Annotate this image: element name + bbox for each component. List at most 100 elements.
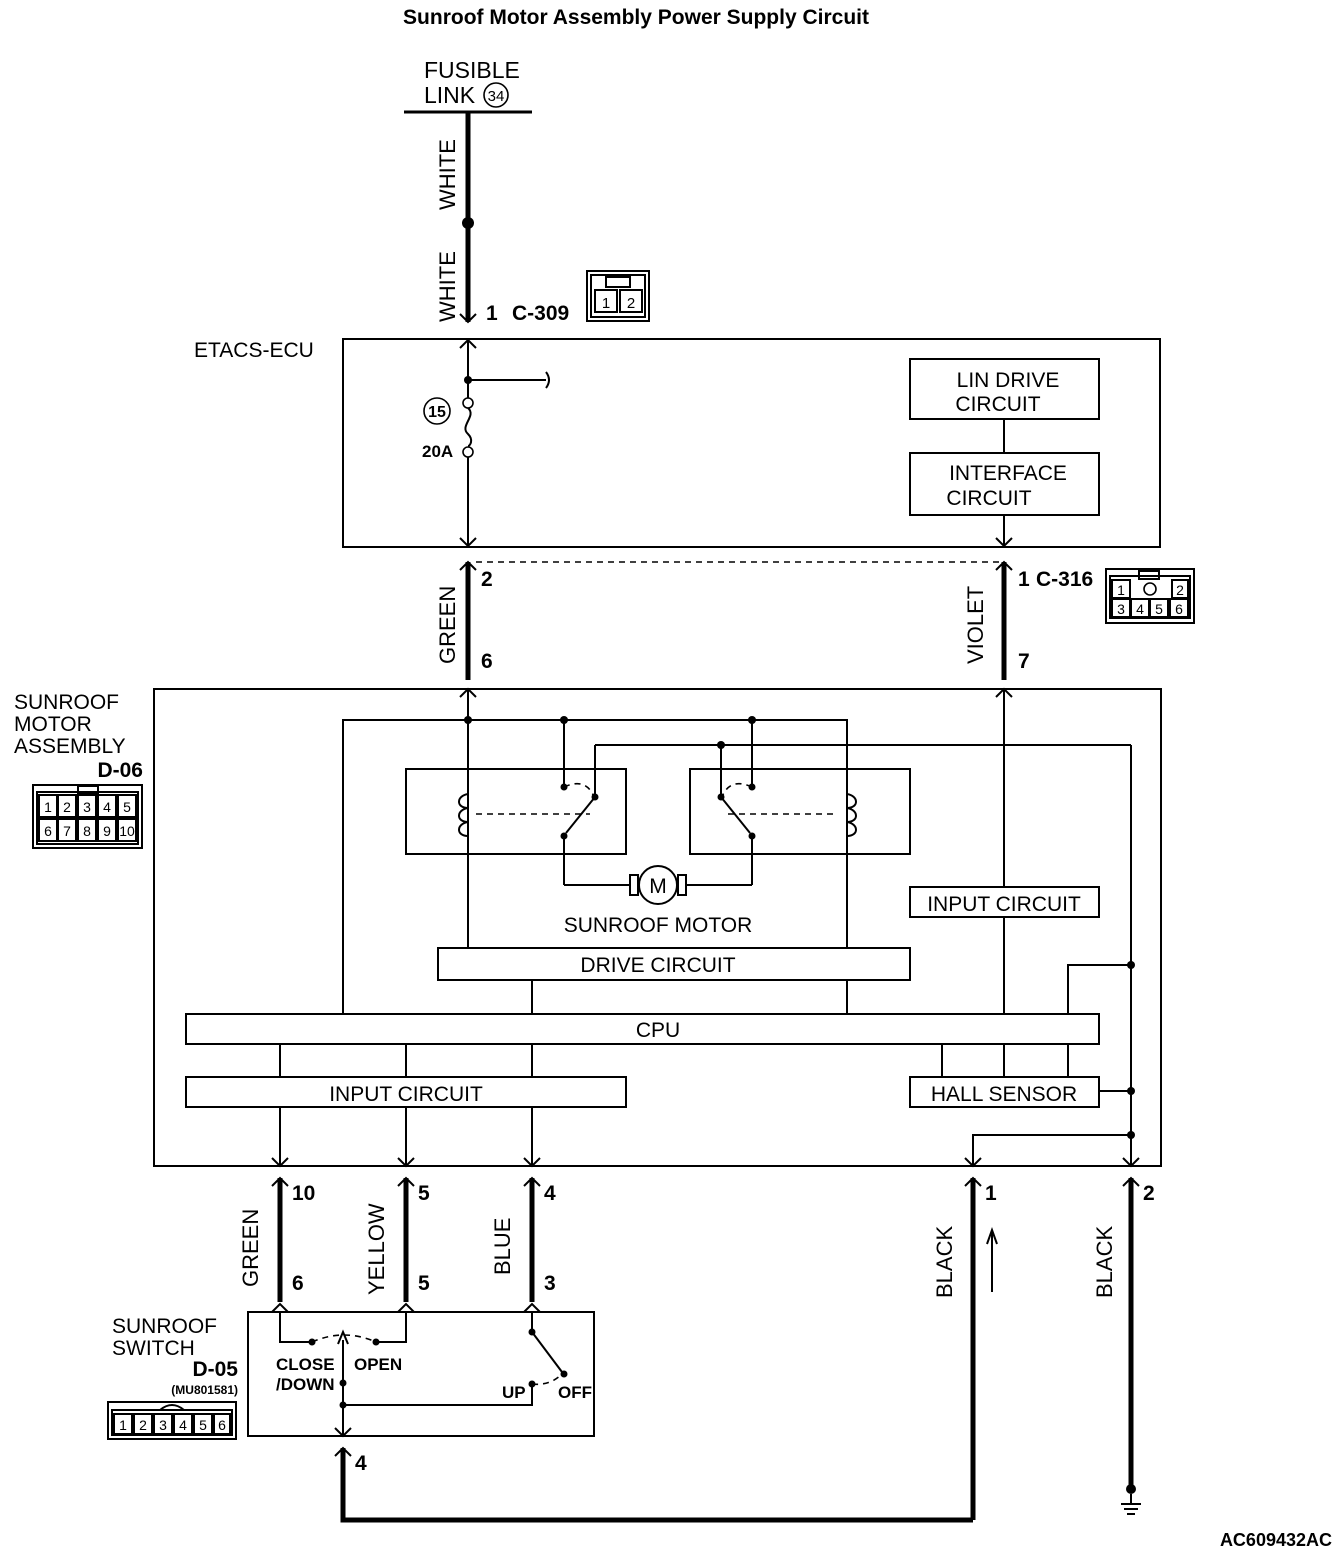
switch-pin-6: 6: [292, 1272, 304, 1295]
relay-right: [689, 768, 911, 855]
c309-pin: 1: [486, 302, 498, 325]
svg-text:10: 10: [119, 823, 135, 839]
figure-id: AC609432AC: [1220, 1530, 1332, 1550]
svg-text:2: 2: [139, 1417, 147, 1433]
svg-text:8: 8: [83, 823, 91, 839]
motor-assembly-code: D-06: [97, 759, 143, 782]
motor-assembly-label-2: MOTOR: [14, 713, 92, 736]
svg-text:2: 2: [627, 295, 635, 312]
up-label: UP: [502, 1383, 526, 1402]
black-return-wire: [340, 1448, 973, 1523]
hall-sensor-label: HALL SENSOR: [931, 1083, 1077, 1106]
fusible-link-number: 34: [488, 88, 505, 105]
relay-left-coil: [458, 793, 469, 837]
motor-symbol: M: [649, 875, 667, 898]
drive-circuit-box: [437, 947, 911, 981]
fusible-link-label-2: LINK: [424, 82, 476, 108]
motor-pin-5: 5: [418, 1182, 430, 1205]
white-wire-junction: [462, 217, 474, 229]
svg-text:3: 3: [83, 799, 91, 815]
svg-text:1: 1: [602, 295, 610, 312]
switch-pin-5: 5: [418, 1272, 430, 1295]
lin-drive-circuit-box: [909, 358, 1100, 420]
svg-text:1: 1: [119, 1417, 127, 1433]
switch-pin-3: 3: [544, 1272, 556, 1295]
drive-circuit-label: DRIVE CIRCUIT: [580, 954, 735, 977]
motor-label: SUNROOF MOTOR: [564, 914, 753, 937]
motor-icon: [638, 865, 678, 905]
svg-text:1: 1: [44, 799, 52, 815]
fuse-15: 15 20A: [422, 397, 474, 461]
etacs-pin-green: 2: [481, 568, 493, 591]
sunroof-switch-label-2: SWITCH: [112, 1337, 195, 1360]
motor-assembly-box: [153, 688, 1162, 1167]
svg-text:4: 4: [103, 799, 111, 815]
motor-assembly-label-1: SUNROOF: [14, 691, 119, 714]
fusible-link-label-1: FUSIBLE: [424, 57, 520, 83]
fusible-link: FUSIBLE LINK 34: [404, 57, 532, 114]
c309-name: C-309: [512, 302, 569, 325]
lin-drive-label-2: CIRCUIT: [955, 393, 1040, 416]
switch-pin-4: 4: [355, 1452, 367, 1475]
svg-text:6: 6: [44, 823, 52, 839]
svg-text:1: 1: [1117, 582, 1125, 598]
black-wire-label-1: BLACK: [932, 1226, 957, 1298]
fusible-link-number-circle: [483, 82, 509, 108]
svg-text:3: 3: [159, 1417, 167, 1433]
svg-text:3: 3: [1117, 601, 1125, 617]
lin-drive-label-1: LIN DRIVE: [957, 369, 1060, 392]
svg-text:6: 6: [1175, 601, 1183, 617]
motor-pin-10: 10: [292, 1182, 315, 1205]
c309-terminal-upper: [459, 313, 477, 324]
fuse-rating: 20A: [422, 442, 453, 461]
svg-text:9: 9: [103, 823, 111, 839]
fuse-number: 15: [428, 404, 446, 421]
input-circuit-bottom-box: [185, 1076, 627, 1108]
blue-wire-label: BLUE: [490, 1218, 515, 1275]
svg-text:4: 4: [1136, 601, 1144, 617]
motor-pin-7: 7: [1018, 650, 1030, 673]
c316-pin: 1: [1018, 568, 1030, 591]
sunroof-switch-label-1: SUNROOF: [112, 1315, 217, 1338]
svg-text:7: 7: [63, 823, 71, 839]
c309-connector-icon: 1 2: [586, 270, 650, 322]
svg-text:6: 6: [218, 1417, 226, 1433]
up-off-switch-blade: [531, 1331, 563, 1373]
svg-text:5: 5: [1155, 601, 1163, 617]
input-circuit-top-label: INPUT CIRCUIT: [927, 893, 1081, 916]
d05-connector-icon: 1 2 3 4 5 6: [107, 1401, 237, 1440]
motor-assembly-label-3: ASSEMBLY: [14, 735, 126, 758]
motor-pin-4: 4: [544, 1182, 556, 1205]
svg-text:5: 5: [123, 799, 131, 815]
sunroof-switch-code: D-05: [192, 1358, 238, 1381]
svg-text:2: 2: [1176, 582, 1184, 598]
hall-sensor-box: [909, 1076, 1100, 1108]
ground-icon: [1121, 1484, 1141, 1515]
open-label: OPEN: [354, 1355, 402, 1374]
svg-text:5: 5: [199, 1417, 207, 1433]
yellow-wire-label: YELLOW: [364, 1203, 389, 1295]
c316-name: C-316: [1036, 568, 1093, 591]
interface-label-2: CIRCUIT: [946, 487, 1031, 510]
close-down-label-1: CLOSE: [276, 1355, 335, 1374]
diagram-title: Sunroof Motor Assembly Power Supply Circ…: [403, 6, 869, 29]
motor-pin-6: 6: [481, 650, 493, 673]
cpu-label: CPU: [636, 1019, 680, 1042]
relay-frame: [342, 719, 848, 1014]
violet-wire-label: VIOLET: [963, 586, 988, 664]
motor-pin-1: 1: [985, 1182, 997, 1205]
cpu-box: [185, 1013, 1100, 1045]
green-wire-label-upper: GREEN: [435, 586, 460, 664]
close-down-label-2: /DOWN: [276, 1375, 335, 1394]
sunroof-switch-part-number: (MU801581): [171, 1383, 238, 1397]
white-wire-label-upper: WHITE: [435, 139, 460, 210]
off-label: OFF: [558, 1383, 592, 1402]
interface-label-1: INTERFACE: [949, 462, 1067, 485]
green-wire-label-lower: GREEN: [238, 1209, 263, 1287]
etacs-ecu-label: ETACS-ECU: [194, 339, 314, 362]
black-wire-label-2: BLACK: [1092, 1226, 1117, 1298]
interface-circuit-box: [909, 452, 1100, 516]
sunroof-switch-box: [247, 1311, 595, 1437]
white-wire-label-lower: WHITE: [435, 251, 460, 322]
